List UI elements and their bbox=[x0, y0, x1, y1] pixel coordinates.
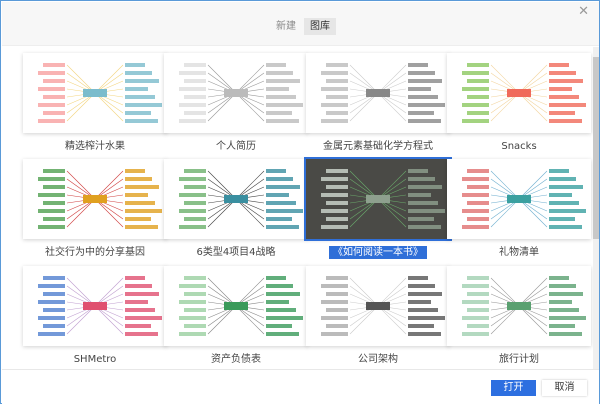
template-thumbnail[interactable] bbox=[447, 266, 591, 346]
mindmap-preview bbox=[179, 63, 303, 123]
template-thumbnail[interactable] bbox=[306, 53, 450, 133]
template-card[interactable]: 礼物清单 bbox=[447, 159, 591, 260]
template-thumbnail[interactable] bbox=[306, 266, 450, 346]
mindmap-preview bbox=[462, 276, 586, 336]
template-thumbnail[interactable] bbox=[164, 53, 308, 133]
dialog-header: 新建 图库 ✕ bbox=[2, 2, 599, 46]
template-grid: 精选榨汁水果 个人简历 金属元素基础化学方程式 Snacks 社交行为中的分享基… bbox=[1, 47, 593, 369]
mindmap-preview bbox=[38, 276, 162, 336]
template-label: 金属元素基础化学方程式 bbox=[323, 141, 433, 152]
template-card[interactable]: 精选榨汁水果 bbox=[23, 53, 167, 154]
template-thumbnail[interactable] bbox=[23, 159, 167, 239]
template-thumbnail[interactable] bbox=[447, 159, 591, 239]
close-icon[interactable]: ✕ bbox=[578, 4, 589, 19]
mindmap-preview bbox=[321, 63, 445, 123]
template-label: SHMetro bbox=[73, 354, 117, 365]
mindmap-preview bbox=[38, 169, 162, 229]
mindmap-preview bbox=[38, 63, 162, 123]
template-card[interactable]: Snacks bbox=[447, 53, 591, 154]
mindmap-preview bbox=[321, 169, 445, 229]
template-card[interactable]: 个人简历 bbox=[164, 53, 308, 154]
template-label: 《如何阅读一本书》 bbox=[329, 246, 427, 259]
template-thumbnail[interactable] bbox=[23, 266, 167, 346]
tab-gallery[interactable]: 图库 bbox=[304, 18, 336, 35]
template-card[interactable]: 资产负债表 bbox=[164, 266, 308, 367]
template-thumbnail[interactable] bbox=[447, 53, 591, 133]
template-card[interactable]: 金属元素基础化学方程式 bbox=[306, 53, 450, 154]
template-label: 社交行为中的分享基因 bbox=[45, 247, 145, 258]
template-card[interactable]: 6类型4项目4战略 bbox=[164, 159, 308, 260]
template-label: 礼物清单 bbox=[499, 247, 539, 258]
template-card[interactable]: 公司架构 bbox=[306, 266, 450, 367]
cancel-button[interactable]: 取消 bbox=[542, 380, 587, 396]
template-label: 精选榨汁水果 bbox=[65, 141, 125, 152]
mindmap-preview bbox=[179, 276, 303, 336]
template-label: 6类型4项目4战略 bbox=[196, 247, 276, 258]
template-label: 旅行计划 bbox=[499, 354, 539, 365]
dialog-footer: 打开 取消 bbox=[2, 369, 599, 404]
template-thumbnail[interactable] bbox=[304, 157, 452, 241]
template-label: 资产负债表 bbox=[211, 354, 261, 365]
template-card[interactable]: 《如何阅读一本书》 bbox=[304, 157, 452, 260]
template-card[interactable]: 社交行为中的分享基因 bbox=[23, 159, 167, 260]
template-card[interactable]: 旅行计划 bbox=[447, 266, 591, 367]
template-label: 个人简历 bbox=[216, 141, 256, 152]
open-button[interactable]: 打开 bbox=[491, 380, 536, 396]
template-card[interactable]: SHMetro bbox=[23, 266, 167, 367]
template-thumbnail[interactable] bbox=[23, 53, 167, 133]
mindmap-preview bbox=[179, 169, 303, 229]
template-thumbnail[interactable] bbox=[164, 266, 308, 346]
scrollbar-thumb[interactable] bbox=[593, 57, 599, 239]
mindmap-preview bbox=[321, 276, 445, 336]
template-label: Snacks bbox=[501, 141, 537, 152]
scrollbar[interactable] bbox=[593, 47, 599, 369]
mindmap-preview bbox=[462, 63, 586, 123]
template-thumbnail[interactable] bbox=[164, 159, 308, 239]
template-label: 公司架构 bbox=[358, 354, 398, 365]
tab-new[interactable]: 新建 bbox=[276, 21, 296, 32]
mindmap-preview bbox=[462, 169, 586, 229]
